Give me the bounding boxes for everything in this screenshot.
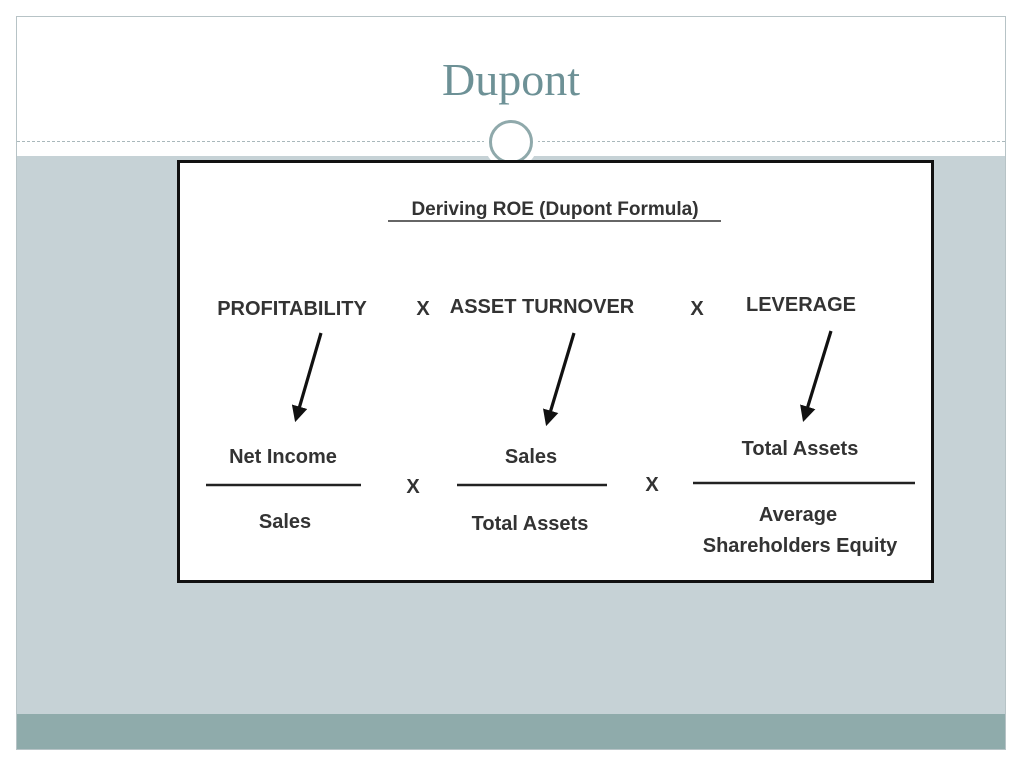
factor-label-profitability: PROFITABILITY [217, 298, 367, 320]
dupont-formula-box: Deriving ROE (Dupont Formula) PROFITABIL… [177, 160, 934, 583]
fraction-operator-2: X [645, 474, 659, 496]
arrow-asset-turnover [543, 332, 576, 427]
fraction-3-numerator: Total Assets [742, 438, 859, 460]
fraction-2-numerator: Sales [505, 446, 557, 468]
arrow-profitability [291, 332, 323, 423]
fraction-2-denominator: Total Assets [472, 513, 589, 535]
dupont-formula-diagram: Deriving ROE (Dupont Formula) PROFITABIL… [206, 199, 915, 557]
factor-label-asset-turnover: ASSET TURNOVER [450, 296, 635, 318]
slide-title: Dupont [442, 54, 580, 105]
fraction-operator-1: X [406, 476, 420, 498]
fraction-3-denominator-line-1: Average [759, 504, 837, 526]
circle-ornament-ring [489, 120, 533, 164]
fraction-1-denominator: Sales [259, 511, 311, 533]
diagram-heading: Deriving ROE (Dupont Formula) [411, 199, 698, 220]
arrow-leverage [800, 330, 833, 423]
factor-operator-2: X [690, 298, 704, 320]
fraction-3-denominator-line-2: Shareholders Equity [703, 535, 898, 557]
factor-operator-1: X [416, 298, 430, 320]
footer-bar [17, 714, 1005, 749]
factor-label-leverage: LEVERAGE [746, 294, 856, 316]
fraction-1-numerator: Net Income [229, 446, 337, 468]
slide: Dupont Deriving ROE (Dupont Formula) PRO… [16, 16, 1006, 750]
